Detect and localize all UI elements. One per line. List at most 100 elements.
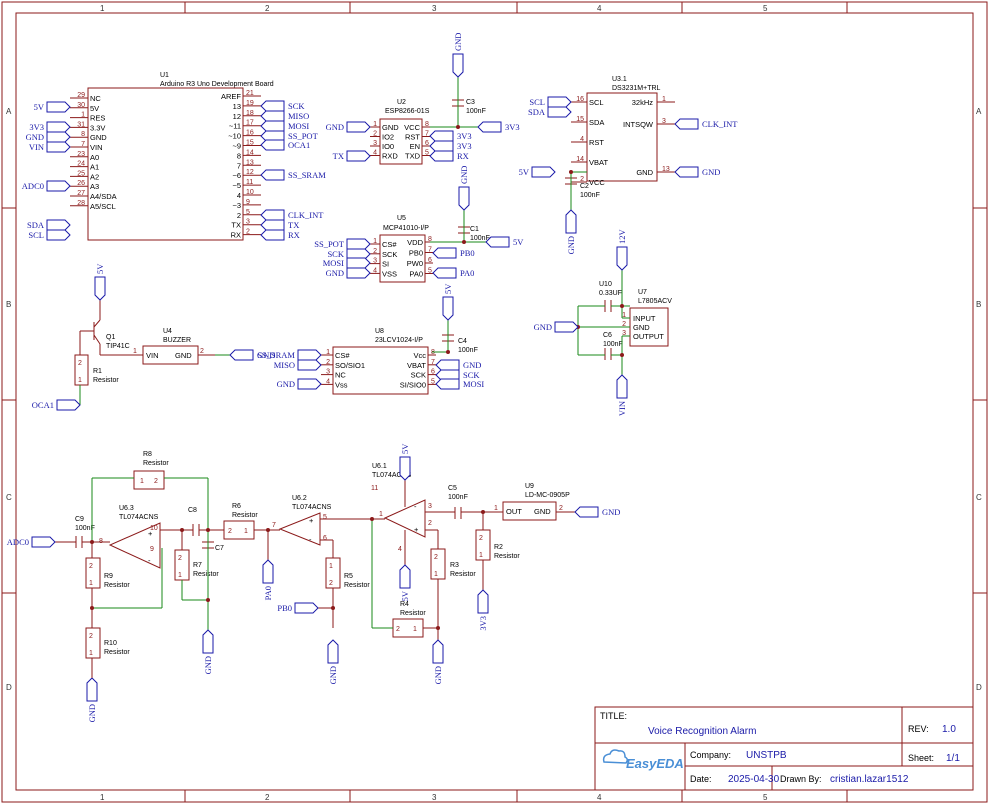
resistor-r9[interactable]: R9 Resistor 21 [85, 557, 130, 589]
u8-pin-7-name: VBAT [407, 361, 426, 370]
u1-pin-13-name: 7 [237, 161, 241, 170]
u8-ref: U8 [375, 328, 384, 335]
opamp-u6-3[interactable]: U6.3 TL074ACNS + - 10 9 8 [99, 505, 161, 569]
net-flag-pb0: PB0 [432, 247, 475, 259]
u2-pin-2-num: 2 [373, 131, 377, 138]
u2-pin-7-num: 7 [425, 131, 429, 138]
u5-pin-8-name: VDD [407, 238, 423, 247]
net-label-pa0: PA0 [263, 586, 273, 600]
u1-pin-30-name: 5V [90, 104, 99, 113]
u5-pin-1-num: 1 [373, 238, 377, 245]
u5-pin-6-name: PW0 [407, 259, 423, 268]
u2-pin-1-name: GND [382, 123, 399, 132]
net-label-v3v3: 3V3 [29, 122, 44, 132]
u2-pin-1-num: 1 [373, 121, 377, 128]
r1-ref: R1 [93, 368, 102, 375]
capacitor-c10[interactable]: U10 0.33UF [599, 281, 622, 312]
u1-pin-18-num: 18 [246, 110, 254, 117]
net-flag-pa0: PA0 [432, 267, 474, 279]
u1-pin-14-num: 14 [246, 149, 254, 156]
u8-pin-1-name: CS# [335, 351, 350, 360]
capacitor-c8[interactable]: C8 [188, 507, 200, 536]
c4-value: 100nF [458, 347, 478, 354]
u4-pin-gnd: GND [175, 351, 192, 360]
r9-value: Resistor [104, 582, 130, 589]
u2-pin-7-name: RST [405, 133, 420, 142]
drawing-title: Voice Recognition Alarm [648, 726, 756, 737]
resistor-r5[interactable]: R5 Resistor 12 [325, 557, 370, 589]
resistor-r2[interactable]: R2 Resistor 21 [475, 529, 520, 561]
opamp-u6-1[interactable]: U6.1 TL074ACNS - + 4 11 1 2 3 [371, 463, 432, 553]
net-flag-rx: RX [260, 229, 300, 241]
net-label-v5: 5V [400, 443, 410, 454]
net-label-v5: 5V [513, 237, 524, 247]
resistor-r3[interactable]: R3 Resistor 21 [430, 548, 476, 580]
u7-value: L7805ACV [638, 298, 672, 305]
u9-pin-2-num: 2 [559, 505, 563, 512]
resistor-r7[interactable]: R7 Resistor 21 [174, 549, 219, 581]
u8-pin-5-name: SI/SIO0 [400, 380, 426, 389]
u2-pin-8-name: VCC [404, 123, 420, 132]
u1-pin-1-num: 1 [81, 112, 85, 119]
net-flag-mosi: MOSI [260, 120, 309, 132]
u3-pin-3-num: 3 [662, 118, 666, 125]
u8-pin-6-name: SCK [411, 371, 426, 380]
capacitor-c5[interactable]: C5 100nF [448, 485, 468, 519]
net-flag-v3v3: 3V3 [477, 589, 489, 631]
u1-pin-28-num: 28 [77, 200, 85, 207]
net-flag-gnd: GND [202, 629, 214, 674]
microphone-module-u9[interactable]: U9 LD-MC-0905P OUT GND 1 2 [487, 483, 575, 521]
c6-ref: C6 [603, 332, 612, 339]
u6-1-pin-11: 11 [371, 485, 378, 492]
u6-1-plus: + [414, 525, 419, 534]
u2-pin-3-name: IO0 [382, 142, 394, 151]
resistor-r10[interactable]: R10 Resistor 21 [85, 627, 130, 659]
u2-pin-3-num: 3 [373, 140, 377, 147]
r2-value: Resistor [494, 553, 520, 560]
r6-ref: R6 [232, 503, 241, 510]
opamp-u6-2[interactable]: U6.2 TL074ACNS + - 5 6 7 [272, 495, 332, 546]
u3-pin-16-name: SCL [589, 98, 604, 107]
resistor-r1[interactable]: R1 Resistor 21 [74, 354, 119, 386]
u2-pin-5-num: 5 [425, 150, 429, 157]
capacitor-c3[interactable]: C3 100nF [452, 99, 486, 115]
u6-2-minus: - [309, 535, 312, 544]
zone-row-d: D [6, 683, 12, 692]
u1-pin-29-num: 29 [77, 92, 85, 99]
net-label-gnd: GND [26, 132, 44, 142]
u1-pin-27-name: A4/SDA [90, 192, 117, 201]
c4-ref: C4 [458, 338, 467, 345]
net-flag-tx: TX [260, 219, 299, 231]
zone-row-c: C [6, 493, 12, 502]
r3-ref: R3 [450, 562, 459, 569]
net-label-vin: VIN [29, 142, 44, 152]
transistor-q1[interactable]: Q1 TIP41C [79, 300, 130, 356]
net-flag-ss_pot: SS_POT [314, 238, 371, 250]
u3-pin-1-name: 32kHz [632, 98, 654, 107]
svg-text:1: 1 [244, 528, 248, 535]
r2-ref: R2 [494, 544, 503, 551]
capacitor-c7[interactable]: C7 [202, 541, 224, 552]
u1-pin-16-name: ~10 [228, 132, 241, 141]
zone-row-a: A [6, 107, 12, 116]
net-flag-gnd: GND [229, 349, 275, 361]
drawn-by-value: cristian.lazar1512 [830, 774, 909, 785]
buzzer-u4[interactable]: U4 BUZZER VIN GND 1 2 [125, 328, 215, 365]
capacitor-c1[interactable]: C1 100nF [458, 226, 490, 242]
capacitor-c6[interactable]: C6 100nF [603, 332, 623, 360]
zone-col-5: 5 [763, 4, 768, 13]
net-label-ss_sram: SS_SRAM [257, 350, 295, 360]
svg-text:1: 1 [178, 572, 182, 579]
svg-text:2: 2 [89, 563, 93, 570]
u1-pin-11-name: ~5 [232, 181, 241, 190]
u1-right-pins: 21AREF1913181217~1116~1015~914813712~611… [221, 90, 261, 240]
u1-pin-3-num: 3 [246, 219, 250, 226]
